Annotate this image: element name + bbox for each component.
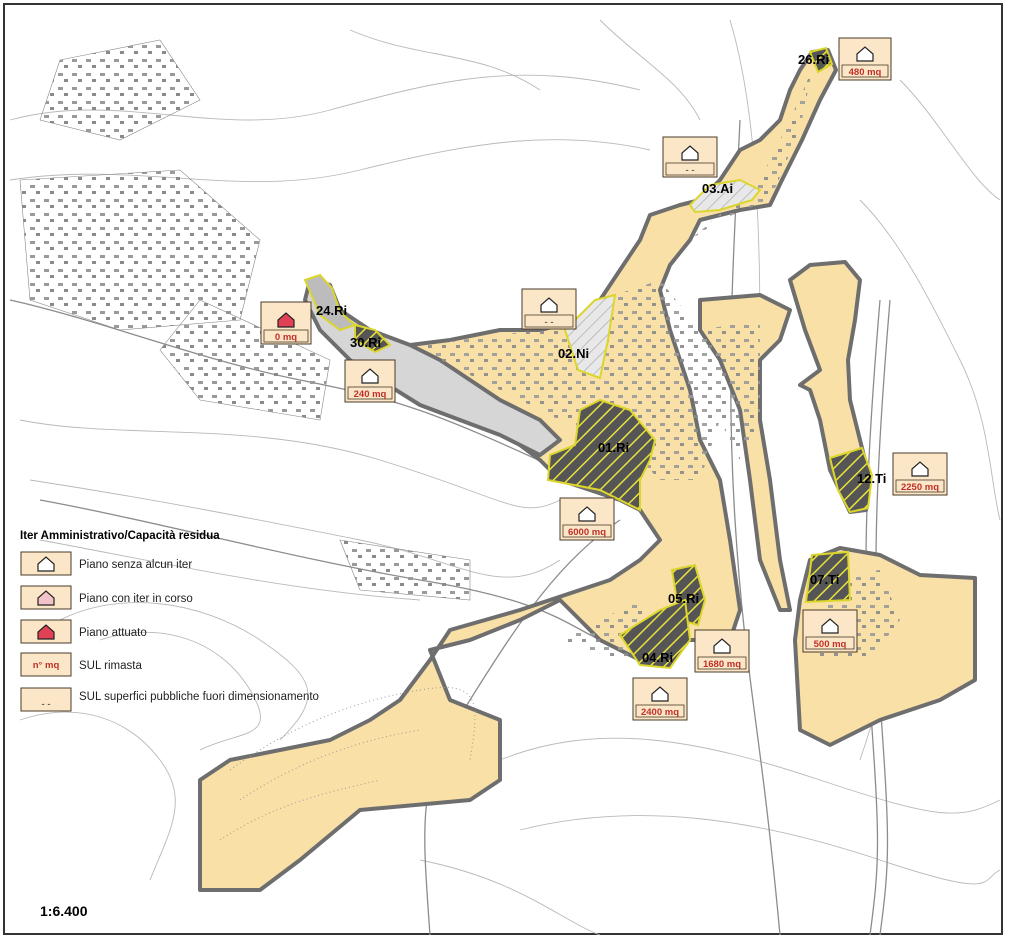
area-label-07ti: 07.Ti [810, 572, 839, 587]
map-scale: 1:6.400 [40, 903, 88, 919]
area-02ni-shape [563, 293, 617, 380]
capacity-box-07ti[interactable]: 500 mq [802, 609, 858, 653]
capacity-value-03ai: - - [686, 165, 695, 176]
area-04ri-shape [618, 598, 692, 670]
legend-sample-dash: - - [42, 699, 51, 710]
area-label-05ri: 05.Ri [668, 591, 699, 606]
legend-item-iter-in-corso: Piano con iter in corso [20, 585, 193, 610]
area-07ti-shape [804, 550, 852, 604]
area-label-02ni: 02.Ni [558, 346, 589, 361]
legend-label: Piano con iter in corso [79, 593, 193, 605]
capacity-value-12ti: 2250 mq [901, 482, 939, 493]
area-label-26ri: 26.Ri [798, 52, 829, 67]
area-label-03ai: 03.Ai [702, 181, 733, 196]
area-label-01ri: 01.Ri [598, 440, 629, 455]
area-03ai-shape [688, 178, 762, 214]
area-label-24ri: 24.Ri [316, 303, 347, 318]
area-label-12ti: 12.Ti [857, 471, 886, 486]
legend-item-sul-pubbliche: - - SUL superfici pubbliche fuori dimens… [20, 687, 319, 712]
legend-item-sul-rimasta: n° mq SUL rimasta [20, 652, 142, 677]
area-30ri-shape [354, 323, 392, 354]
capacity-value-02ni: - - [545, 317, 554, 328]
capacity-box-02ni[interactable]: - - [521, 288, 577, 330]
hill-hachures [219, 687, 476, 841]
capacity-value-26ri: 480 mq [849, 67, 882, 78]
capacity-box-30ri[interactable]: 240 mq [344, 359, 396, 403]
capacity-box-04ri[interactable]: 2400 mq [632, 677, 688, 721]
area-24ri-shape [303, 273, 357, 332]
legend: Iter Amministrativo/Capacità residua Pia… [20, 530, 319, 712]
area-label-30ri: 30.Ri [350, 335, 381, 350]
capacity-value-05ri: 1680 mq [703, 659, 741, 670]
legend-label: Piano senza alcun iter [79, 559, 192, 571]
legend-title: Iter Amministrativo/Capacità residua [20, 530, 220, 542]
capacity-value-24ri: 0 mq [275, 332, 297, 343]
capacity-box-12ti[interactable]: 2250 mq [892, 452, 948, 496]
area-label-04ri: 04.Ri [642, 650, 673, 665]
capacity-value-30ri: 240 mq [354, 389, 387, 400]
capacity-box-01ri[interactable]: 6000 mq [559, 497, 615, 541]
capacity-value-07ti: 500 mq [814, 639, 847, 650]
legend-item-senza-iter: Piano senza alcun iter [20, 551, 192, 576]
capacity-boxes: 480 mq - - 0 mq 240 mq - - [260, 37, 948, 721]
hatched-areas [303, 46, 874, 670]
area-26ri-shape [808, 46, 834, 74]
area-12ti-shape [828, 446, 874, 514]
legend-label: Piano attuato [79, 627, 147, 639]
capacity-box-24ri[interactable]: 0 mq [260, 301, 312, 345]
capacity-box-03ai[interactable]: - - [662, 136, 718, 178]
legend-label: SUL rimasta [79, 660, 142, 672]
built-up-blocks [19, 39, 471, 601]
capacity-value-04ri: 2400 mq [641, 707, 679, 718]
capacity-value-01ri: 6000 mq [568, 527, 606, 538]
legend-label: SUL superfici pubbliche fuori dimensiona… [79, 691, 319, 703]
legend-item-attuato: Piano attuato [20, 619, 147, 644]
area-01ri-shape [546, 398, 657, 512]
area-labels: 26.Ri 03.Ai 24.Ri 30.Ri 02.Ni 01.Ri 12.T… [316, 52, 886, 665]
capacity-box-05ri[interactable]: 1680 mq [694, 629, 750, 673]
legend-sample-mq: n° mq [33, 660, 60, 671]
capacity-box-26ri[interactable]: 480 mq [838, 37, 892, 81]
